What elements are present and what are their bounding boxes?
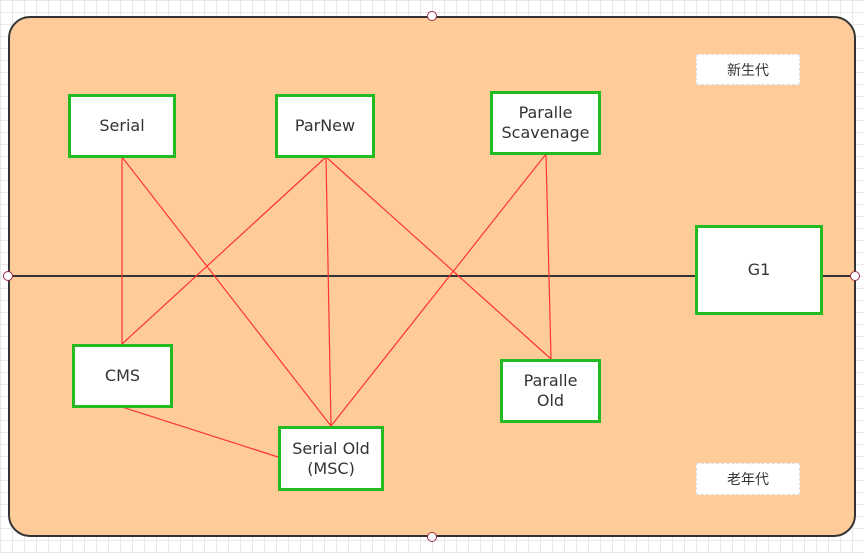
edge-parnew-to-cms[interactable] [121,156,327,345]
g1-collector-node[interactable]: G1 [695,225,823,315]
edge-parnew-to-serial_old[interactable] [325,156,332,427]
left-resize-handle[interactable] [3,271,13,281]
cms-collector-node[interactable]: CMS [72,344,173,408]
bottom-resize-handle[interactable] [427,532,437,542]
old-generation-label[interactable]: 老年代 [696,463,800,495]
top-resize-handle[interactable] [427,11,437,21]
parnew-collector-node[interactable]: ParNew [275,94,375,158]
edge-parallel_scavenge-to-serial_old[interactable] [330,153,547,427]
parallel-old-collector-node[interactable]: Paralle Old [500,359,601,423]
serial-old-collector-node[interactable]: Serial Old (MSC) [278,426,384,491]
edge-parnew-to-parallel_old[interactable] [325,156,552,360]
edge-serial-to-serial_old[interactable] [121,156,332,427]
right-resize-handle[interactable] [850,271,860,281]
serial-collector-node[interactable]: Serial [68,94,176,158]
edge-cms-to-serial_old[interactable] [121,406,279,458]
parallel-scavenge-collector-node[interactable]: Paralle Scavenage [490,91,601,155]
edge-parallel_scavenge-to-parallel_old[interactable] [545,153,552,360]
young-generation-label[interactable]: 新生代 [696,54,800,85]
